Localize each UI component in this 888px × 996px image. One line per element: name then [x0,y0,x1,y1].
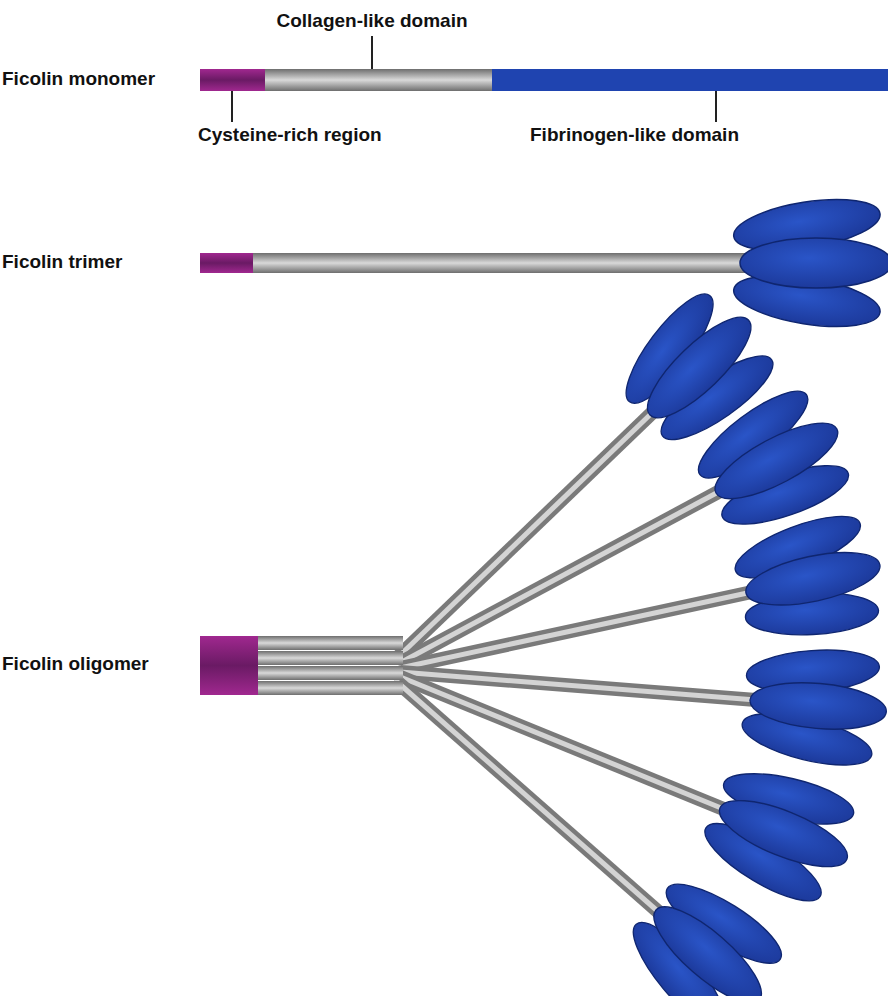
part-label: Collagen-like domain [276,10,467,33]
part-label: Fibrinogen-like domain [530,124,739,147]
leader-lines [232,36,716,122]
monomer-bar [200,69,888,91]
trimer [200,191,888,335]
part-label: Cysteine-rich region [198,124,382,147]
row-label: Ficolin oligomer [2,653,149,676]
row-label: Ficolin trimer [2,251,122,274]
row-label: Ficolin monomer [2,68,155,91]
oligomer [200,273,888,996]
